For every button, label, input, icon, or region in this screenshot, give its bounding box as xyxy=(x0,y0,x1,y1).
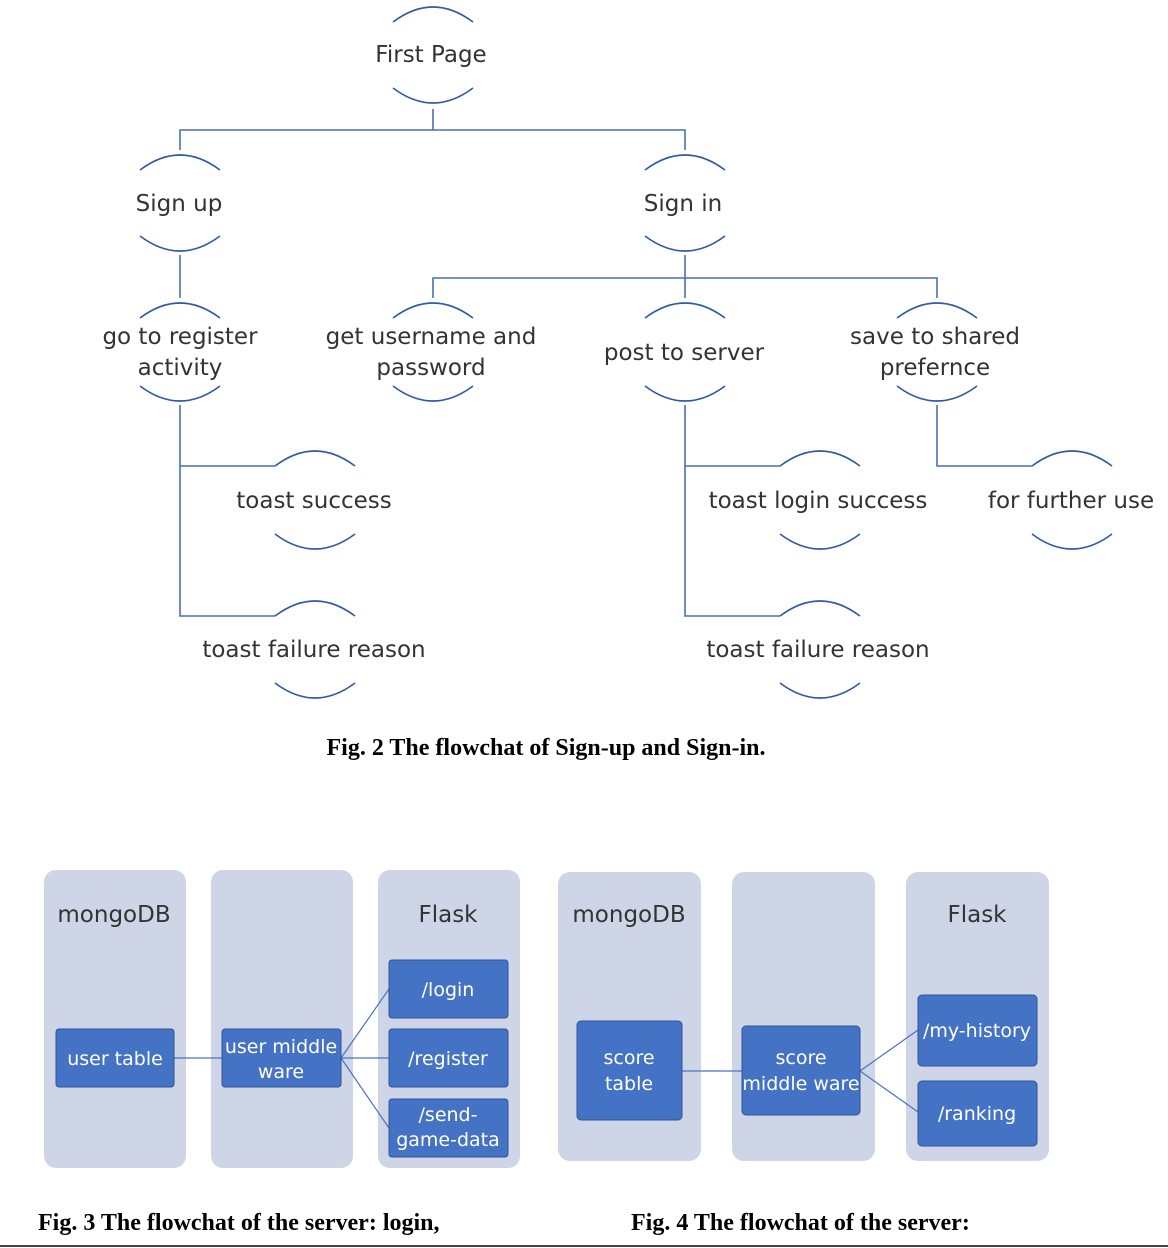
fig3-route-register-label: /register xyxy=(408,1048,488,1070)
fig3-connectors xyxy=(174,988,390,1129)
node-register-activity: go to register activity xyxy=(102,302,258,402)
fig2-diagram: First Page Sign up Sign in go to registe… xyxy=(102,6,1154,761)
node-sign-up: Sign up xyxy=(136,154,223,252)
fig4-flask-title: Flask xyxy=(947,902,1007,928)
connector-signin-to-children xyxy=(432,255,938,298)
fig3-middleware-label-line2: ware xyxy=(258,1061,304,1083)
fig4-score-table-label-line1: score xyxy=(603,1047,654,1069)
node-first-page: First Page xyxy=(375,6,487,104)
fig3-column-flask xyxy=(378,870,520,1168)
connector-save-to-further xyxy=(936,405,1032,467)
fig4-mongodb-title: mongoDB xyxy=(572,902,685,928)
fig3-route-login-box xyxy=(388,959,509,1019)
node-register-label-line2: activity xyxy=(138,355,223,381)
fig4-caption: Fig. 4 The flowchat of the server: xyxy=(631,1210,970,1236)
fig3-route-send-label-line2: game-data xyxy=(396,1129,500,1151)
node-sign-in: Sign in xyxy=(644,154,726,252)
node-toast-login-label: toast login success xyxy=(709,488,928,514)
fig3-column-middleware xyxy=(211,870,353,1168)
node-sign-up-label: Sign up xyxy=(136,191,223,217)
node-sign-in-label: Sign in xyxy=(644,191,722,217)
connector-register-to-toasts xyxy=(179,405,275,617)
node-get-username-label-line2: password xyxy=(376,355,485,381)
fig3-user-middleware-box xyxy=(221,1028,342,1088)
fig3-middleware-label-line1: user middle xyxy=(225,1036,337,1058)
fig4-route-history-label: /my-history xyxy=(923,1020,1031,1042)
node-save-label-line2: prefernce xyxy=(880,355,990,381)
fig4-middleware-label-line1: score xyxy=(775,1047,826,1069)
node-save-label-line1: save to shared xyxy=(850,324,1020,350)
node-toast-failure-right-label: toast failure reason xyxy=(706,637,929,663)
connector-first-to-children xyxy=(179,109,686,150)
fig4-column-middleware xyxy=(732,872,875,1161)
fig3-route-login-label: /login xyxy=(422,979,475,1001)
fig2-caption: Fig. 2 The flowchat of Sign-up and Sign-… xyxy=(327,735,766,761)
fig4-route-ranking-label: /ranking xyxy=(938,1103,1016,1125)
fig4-middleware-label-line2: middle ware xyxy=(742,1073,859,1095)
fig3-mongodb-title: mongoDB xyxy=(57,902,170,928)
fig3-user-table-label: user table xyxy=(67,1048,163,1070)
fig3-route-register-box xyxy=(388,1028,509,1088)
fig3-caption: Fig. 3 The flowchat of the server: login… xyxy=(38,1210,440,1236)
fig4-route-history-box xyxy=(917,994,1038,1067)
fig3-route-send-label-line1: /send- xyxy=(419,1104,478,1126)
node-further-use: for further use xyxy=(988,450,1154,550)
fig2-connectors xyxy=(179,109,1032,617)
fig3-route-send-box xyxy=(388,1098,509,1158)
node-register-label-line1: go to register xyxy=(102,324,258,350)
fig3-column-mongodb xyxy=(44,870,186,1168)
fig4-score-table-label-line2: table xyxy=(605,1073,653,1095)
node-toast-login-success: toast login success xyxy=(709,450,928,550)
node-toast-failure-left: toast failure reason xyxy=(202,600,426,699)
node-get-username: get username and password xyxy=(326,302,537,402)
fig3-user-table-box xyxy=(55,1028,175,1088)
fig3-diagram: mongoDB Flask user table user middle war… xyxy=(38,870,520,1236)
node-post-to-server: post to server xyxy=(604,302,765,402)
node-further-label: for further use xyxy=(988,488,1154,514)
fig4-diagram: mongoDB Flask score table score middle w… xyxy=(558,872,1049,1236)
fig4-route-ranking-box xyxy=(917,1080,1038,1147)
node-toast-failure-left-label: toast failure reason xyxy=(202,637,425,663)
node-save-shared: save to shared prefernce xyxy=(850,302,1020,402)
fig3-flask-title: Flask xyxy=(418,902,478,928)
node-toast-failure-right: toast failure reason xyxy=(706,600,930,699)
fig4-score-middleware-box xyxy=(741,1025,861,1116)
fig4-score-table-box xyxy=(576,1020,683,1121)
node-toast-success-label: toast success xyxy=(236,488,391,514)
fig4-connectors xyxy=(682,1029,919,1113)
node-get-username-label-line1: get username and xyxy=(326,324,537,350)
node-toast-success: toast success xyxy=(236,450,392,550)
connector-post-to-toasts xyxy=(684,405,780,617)
node-post-label: post to server xyxy=(604,340,765,366)
node-first-page-label: First Page xyxy=(375,42,486,68)
